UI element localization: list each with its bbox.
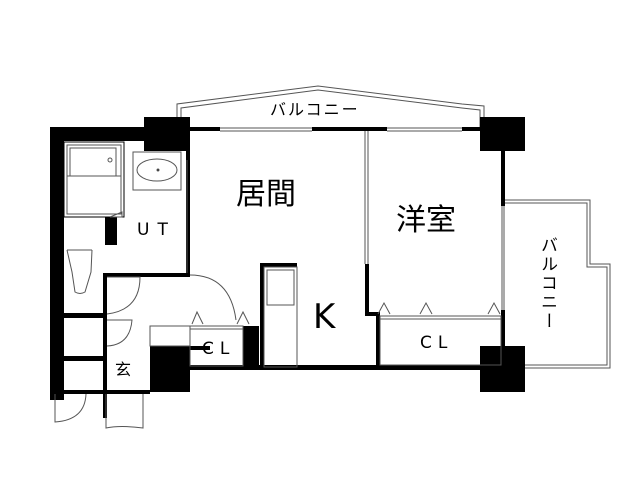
doors [54, 274, 237, 429]
room-label-living: 居間 [236, 177, 296, 212]
room-label-closet-left: CL [202, 339, 236, 359]
bathtub [63, 141, 125, 218]
room-label-entrance: 玄 [115, 360, 132, 379]
balcony-label-top: バルコニー [270, 100, 360, 119]
walls [50, 117, 525, 418]
refrigerator [263, 266, 298, 368]
balcony-label-right: バルコニー [537, 236, 557, 331]
closet-right-shape [377, 301, 502, 366]
room-label-western: 洋室 [396, 203, 456, 238]
room-label-closet-right: CL [420, 333, 454, 353]
right-balcony-outline [505, 199, 611, 369]
thin-lines [186, 127, 505, 310]
toilet [66, 249, 93, 294]
top-balcony-outline [176, 85, 485, 127]
washbasin [132, 151, 182, 191]
room-label-kitchen: K [313, 297, 336, 337]
closet-left-shape [189, 310, 250, 367]
room-label-utility: UT [137, 220, 176, 240]
